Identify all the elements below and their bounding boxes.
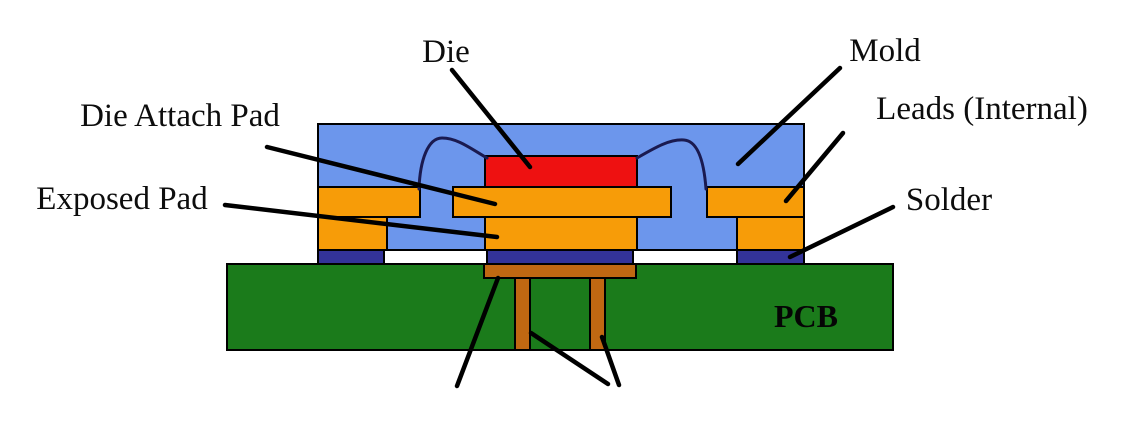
leader-mold xyxy=(735,65,843,167)
thermal-land xyxy=(483,263,637,279)
mold-label: Mold xyxy=(849,33,921,69)
bond-wire-right xyxy=(635,138,708,191)
leader-leads-internal xyxy=(783,130,846,204)
die-attach-pad-label: Die Attach Pad xyxy=(80,98,280,134)
solder-right xyxy=(736,249,805,265)
die-label: Die xyxy=(422,34,470,70)
solder-center xyxy=(486,249,634,265)
right-lead-upper xyxy=(706,186,805,218)
thermal-via-2 xyxy=(589,277,606,351)
bond-wire-left xyxy=(417,136,489,191)
exposed-pad xyxy=(484,216,638,251)
leads-internal-label: Leads (Internal) xyxy=(876,91,1088,127)
pcb-label: PCB xyxy=(774,298,838,334)
leader-exposed-pad xyxy=(222,202,500,240)
leader-thermal-land xyxy=(454,275,501,389)
leader-thermal-via-1 xyxy=(528,330,611,387)
leader-thermal-via-2 xyxy=(599,334,622,388)
thermal-via-1 xyxy=(514,277,531,351)
leader-die xyxy=(449,67,533,170)
leader-die-attach-pad xyxy=(264,144,498,207)
solder-left xyxy=(317,249,385,265)
solder-label: Solder xyxy=(906,182,992,218)
exposed-pad-label: Exposed Pad xyxy=(36,181,208,217)
right-lead-lower xyxy=(736,216,805,251)
leader-solder xyxy=(787,204,896,260)
left-lead-upper xyxy=(317,186,421,218)
die-chip xyxy=(484,155,638,188)
